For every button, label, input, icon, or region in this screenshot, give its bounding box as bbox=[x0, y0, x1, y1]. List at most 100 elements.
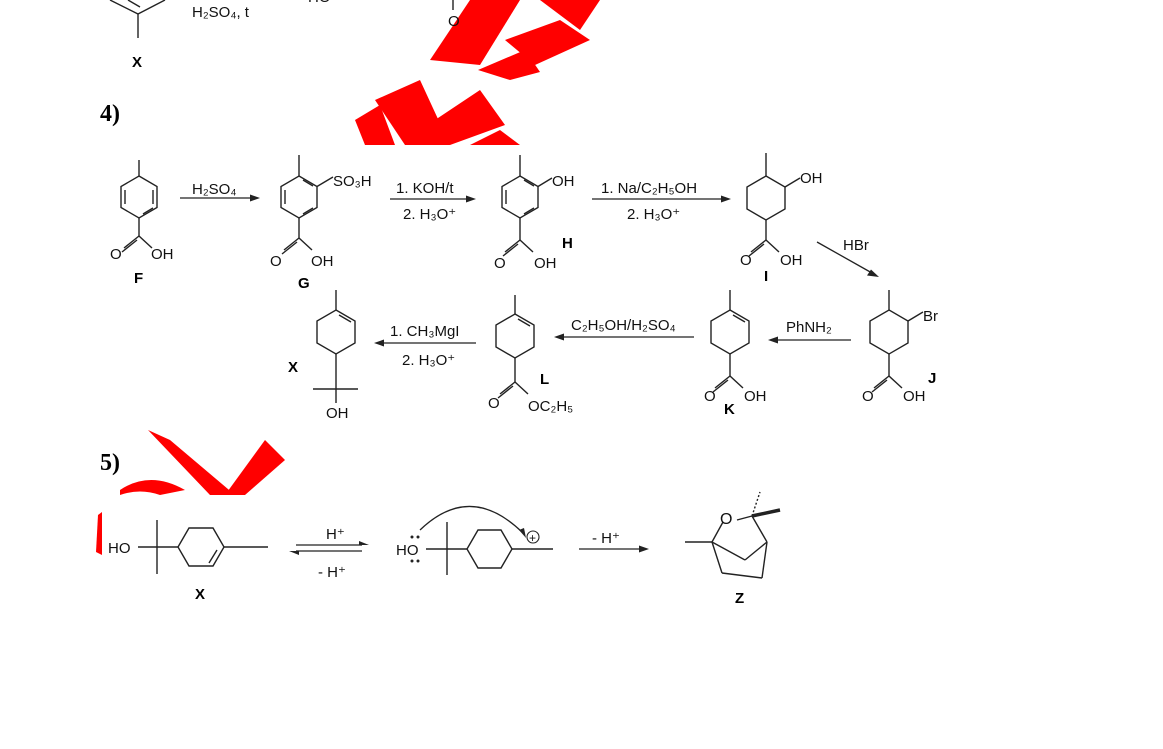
group-oh: OH bbox=[552, 173, 575, 190]
reagent-h3o: 2. H₃O⁺ bbox=[403, 206, 456, 223]
arrowhead bbox=[768, 336, 778, 344]
group-ho: HO bbox=[396, 542, 419, 559]
watermark-stroke bbox=[225, 440, 285, 495]
reagent-h3o: 2. H₃O⁺ bbox=[402, 352, 455, 369]
reagent-minus-h-plus: - H⁺ bbox=[592, 530, 620, 547]
reagent-grignard: 1. CH₃MgI bbox=[390, 323, 459, 340]
label-f: F bbox=[134, 270, 143, 287]
benzene-ring bbox=[120, 175, 158, 219]
compound-g: SO₃H O OH G bbox=[270, 155, 372, 292]
group-o: O bbox=[110, 246, 122, 263]
group-oh: OH bbox=[800, 170, 823, 187]
watermark-stroke bbox=[430, 0, 520, 65]
top-label-x: X bbox=[132, 54, 142, 71]
label-i: I bbox=[764, 268, 768, 285]
cyclohexane-ring bbox=[466, 529, 513, 569]
compound-h: OH O OH H bbox=[494, 155, 575, 272]
cyclohexane-ring bbox=[869, 309, 909, 355]
reagent-h3o: 2. H₃O⁺ bbox=[627, 206, 680, 223]
group-o: O bbox=[862, 388, 874, 405]
reagent-minus-h-plus: - H⁺ bbox=[318, 564, 346, 581]
cyclohexene-ring bbox=[316, 309, 356, 355]
label-k: K bbox=[724, 401, 735, 418]
top-frag-ho: HO bbox=[308, 0, 331, 6]
positive-charge bbox=[526, 530, 540, 544]
bond bbox=[127, 0, 141, 8]
bond bbox=[109, 0, 139, 15]
top-frag-o: O bbox=[448, 13, 460, 30]
label-j: J bbox=[928, 370, 936, 387]
group-o: O bbox=[270, 253, 282, 270]
label-l: L bbox=[540, 371, 549, 388]
top-fragment: H₂SO₄, t X HO O bbox=[109, 0, 460, 71]
benzene-ring bbox=[280, 175, 318, 219]
label-x: X bbox=[288, 359, 298, 376]
watermark bbox=[96, 0, 600, 555]
group-oh: OH bbox=[311, 253, 334, 270]
cyclohexene-ring bbox=[177, 527, 225, 567]
cyclohexene-ring bbox=[710, 309, 750, 355]
group-oh: OH bbox=[326, 405, 349, 422]
watermark-stroke bbox=[96, 512, 102, 555]
cyclohexene-ring bbox=[495, 313, 535, 359]
charge-plus: + bbox=[529, 531, 536, 545]
curved-arrow bbox=[419, 505, 523, 533]
watermark-stroke bbox=[478, 50, 540, 80]
watermark-stroke bbox=[355, 105, 395, 145]
group-o: O bbox=[488, 395, 500, 412]
compound-x: OH X bbox=[288, 290, 358, 422]
arrowhead bbox=[374, 339, 384, 347]
lone-pair-dot bbox=[410, 535, 414, 539]
reagent-h2so4: H₂SO₄ bbox=[192, 181, 236, 198]
group-oh: OH bbox=[534, 255, 557, 272]
compound-i: OH O OH I bbox=[740, 153, 823, 285]
reagent-koh: 1. KOH/t bbox=[396, 180, 454, 197]
watermark-stroke bbox=[540, 0, 600, 30]
group-o: O bbox=[704, 388, 716, 405]
group-oh: OH bbox=[780, 252, 803, 269]
group-o: O bbox=[494, 255, 506, 272]
label-h: H bbox=[562, 235, 573, 252]
lone-pair-dot bbox=[416, 535, 420, 539]
arrowhead bbox=[359, 541, 369, 545]
label-g: G bbox=[298, 275, 310, 292]
watermark-stroke bbox=[470, 130, 520, 145]
group-o: O bbox=[720, 511, 732, 528]
watermark-stroke bbox=[420, 90, 505, 145]
watermark-stroke bbox=[120, 480, 185, 495]
compound-f: O OH F bbox=[110, 160, 174, 287]
lone-pair-dot bbox=[416, 559, 420, 563]
group-ho: HO bbox=[108, 540, 131, 557]
group-oh: OH bbox=[151, 246, 174, 263]
label-z: Z bbox=[735, 590, 744, 607]
watermark-stroke bbox=[148, 430, 235, 495]
arrowhead bbox=[639, 545, 649, 553]
reagent-phnh2: PhNH₂ bbox=[786, 319, 832, 336]
top-reagent: H₂SO₄, t bbox=[192, 4, 250, 21]
compound-z: O Z bbox=[685, 491, 781, 607]
reagent-h-plus: H⁺ bbox=[326, 526, 345, 543]
group-oh: OH bbox=[744, 388, 767, 405]
reagent-hbr: HBr bbox=[843, 237, 869, 254]
compound-j: Br O OH J bbox=[862, 290, 938, 405]
label-x: X bbox=[195, 586, 205, 603]
arrowhead bbox=[289, 551, 299, 555]
arrow-i-j bbox=[816, 241, 873, 274]
group-oh: OH bbox=[903, 388, 926, 405]
arrowhead bbox=[466, 195, 476, 203]
arrowhead bbox=[721, 195, 731, 203]
group-oc2h5: OC₂H₅ bbox=[528, 398, 573, 415]
group-br: Br bbox=[923, 308, 938, 325]
compound-l: O OC₂H₅ L bbox=[488, 295, 573, 415]
section-4-number: 4) bbox=[100, 101, 120, 127]
compound-x-5: HO X bbox=[108, 520, 268, 603]
arrowhead bbox=[554, 333, 564, 341]
benzene-ring bbox=[501, 175, 539, 219]
compound-k: O OH K bbox=[704, 290, 767, 418]
arrowhead bbox=[519, 528, 526, 538]
lone-pair-dot bbox=[410, 559, 414, 563]
reagent-ester: C₂H₅OH/H₂SO₄ bbox=[571, 317, 676, 334]
group-o: O bbox=[740, 252, 752, 269]
arrowhead bbox=[250, 194, 260, 202]
